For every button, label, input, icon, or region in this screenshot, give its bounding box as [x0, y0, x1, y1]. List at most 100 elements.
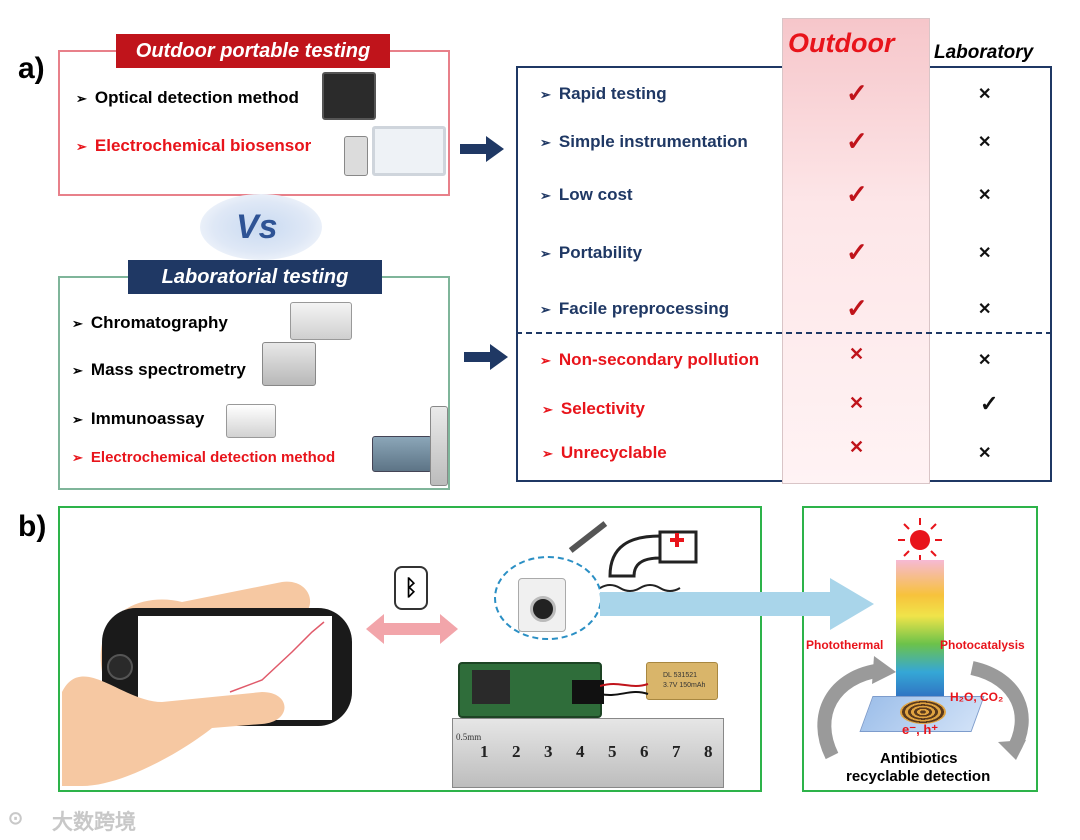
ruler-unit-label: 0.5mm	[456, 732, 482, 742]
ruler-number: 1	[480, 742, 489, 761]
battery-wires	[600, 683, 649, 696]
bullet-arrow-icon: ➢	[540, 302, 551, 317]
lab-cross-icon: ✕	[978, 245, 992, 262]
table-row-feature-label: Rapid testing	[558, 84, 667, 103]
ruler-number: 5	[608, 742, 617, 761]
panel-b-label: b)	[18, 510, 47, 543]
ruler-number: 8	[704, 742, 713, 761]
bullet-arrow-icon: ➢	[540, 135, 551, 150]
bluetooth-icon: ᛒ	[394, 566, 428, 610]
wireless-link-arrow	[366, 614, 458, 644]
chromatograph-image	[290, 302, 352, 340]
table-row-feature-label: Simple instrumentation	[558, 132, 748, 151]
lab-cross-icon: ✕	[978, 187, 992, 204]
outdoor-cross-icon: ✕	[849, 393, 865, 413]
table-row-feature-label: Low cost	[558, 185, 633, 204]
outdoor-item-0-label: Optical detection method	[94, 88, 299, 107]
light-spectrum-beam	[896, 560, 944, 700]
table-row-feature: ➢Rapid testing	[540, 84, 667, 104]
outdoor-check-icon: ✓	[846, 179, 868, 209]
table-row-feature-label: Portability	[558, 243, 643, 262]
lab-cross-icon: ✕	[978, 86, 992, 103]
sample-flow-arrow	[600, 578, 874, 630]
table-row-feature: ➢Selectivity	[542, 399, 645, 419]
recycle-arrows-icon	[817, 656, 1029, 760]
lab-item-3: ➢ Electrochemical detection method	[72, 449, 335, 466]
portable-optical-device-image	[322, 72, 376, 120]
table-row-feature: ➢Low cost	[540, 185, 633, 205]
lipo-battery-image: DL 531521 3.7V 150mAh	[646, 662, 718, 700]
outdoor-check-icon: ✓	[846, 237, 868, 267]
outdoor-item-0: ➢ Optical detection method	[76, 88, 299, 108]
lab-item-3-label: Electrochemical detection method	[90, 449, 336, 466]
table-row-feature-label: Unrecyclable	[560, 443, 667, 462]
hand-holding-phone-image	[62, 581, 352, 786]
lab-cross-icon: ✕	[978, 134, 992, 151]
lab-item-2: ➢Immunoassay	[72, 409, 204, 429]
recycle-caption-line2: recyclable detection	[846, 768, 991, 785]
photocatalysis-label: Photocatalysis	[940, 638, 1025, 652]
lab-item-2-label: Immunoassay	[90, 409, 205, 428]
sensing-system-box	[58, 506, 762, 792]
lab-item-0-label: Chromatography	[90, 313, 228, 332]
outdoor-testing-banner: Outdoor portable testing	[116, 34, 390, 68]
bluetooth-module-chip	[472, 670, 510, 704]
immunoassay-analyzer-image	[226, 404, 276, 438]
bullet-arrow-icon: ➢	[540, 353, 551, 368]
lab-cross-icon: ✕	[978, 301, 992, 318]
lab-testing-banner: Laboratorial testing	[128, 260, 382, 294]
steel-ruler	[452, 718, 724, 788]
lab-check-icon: ✓	[980, 391, 999, 416]
panel-a-label: a)	[18, 52, 45, 85]
outdoor-to-table-arrow	[460, 136, 504, 162]
vs-bubble	[200, 194, 322, 260]
bullet-arrow-icon: ➢	[540, 246, 551, 261]
lab-cross-icon: ✕	[978, 352, 992, 369]
bullet-arrow-icon: ➢	[72, 363, 83, 378]
sun-icon	[898, 518, 942, 562]
outdoor-check-icon: ✓	[846, 78, 868, 108]
ruler-number: 4	[576, 742, 585, 761]
outdoor-item-1-label: Electrochemical biosensor	[94, 136, 312, 155]
ruler-number: 2	[512, 742, 521, 761]
watermark-logo: ⊙	[8, 808, 24, 828]
electrode-rings-image	[900, 700, 946, 724]
table-row-feature: ➢ Facile preprocessing	[540, 299, 729, 319]
table-row-feature: ➢Unrecyclable	[542, 443, 667, 463]
table-row-feature-label: Selectivity	[560, 399, 646, 418]
lab-item-0: ➢ Chromatography	[72, 313, 228, 333]
lab-item-1: ➢ Mass spectrometry	[72, 360, 246, 380]
outdoor-cross-icon: ✕	[849, 437, 865, 457]
table-section-divider	[516, 332, 1052, 334]
charge-carriers-label: e⁻, h⁺	[902, 722, 939, 737]
usb-connector	[572, 680, 604, 704]
recycle-caption-line1: Antibiotics	[880, 750, 958, 767]
table-row-feature: ➢ Simple instrumentation	[540, 132, 748, 152]
tablet-readout-image	[372, 126, 446, 176]
bullet-arrow-icon: ➢	[76, 91, 87, 106]
ruler-number: 6	[640, 742, 649, 761]
outdoor-column-header: Outdoor	[788, 28, 895, 58]
bullet-arrow-icon: ➢	[72, 316, 83, 331]
handheld-sensor-image	[344, 136, 368, 176]
lab-item-1-label: Mass spectrometry	[90, 360, 246, 379]
bullet-arrow-icon: ➢	[72, 450, 83, 465]
table-row-feature-label: Facile preprocessing	[558, 299, 729, 318]
table-row-feature-label: Non-secondary pollution	[558, 350, 760, 369]
vs-label: Vs	[236, 208, 278, 246]
lab-column-header: Laboratory	[934, 42, 1034, 63]
electrode-stand-image	[430, 406, 448, 486]
outdoor-cross-icon: ✕	[849, 344, 865, 364]
lab-cross-icon: ✕	[978, 445, 992, 462]
reaction-products-label: H₂O, CO₂	[950, 690, 1004, 704]
recycle-detection-box	[802, 506, 1038, 792]
outdoor-item-1: ➢ Electrochemical biosensor	[76, 136, 311, 156]
outdoor-check-icon: ✓	[846, 126, 868, 156]
photothermal-label: Photothermal	[806, 638, 884, 652]
table-row-feature: ➢ Portability	[540, 243, 642, 263]
bullet-arrow-icon: ➢	[76, 139, 87, 154]
outdoor-column-highlight	[782, 18, 930, 484]
electrochemical-workstation-image	[372, 436, 432, 472]
wastewater-pipe-icon	[600, 530, 698, 602]
table-row-feature: ➢ Non-secondary pollution	[540, 350, 759, 370]
